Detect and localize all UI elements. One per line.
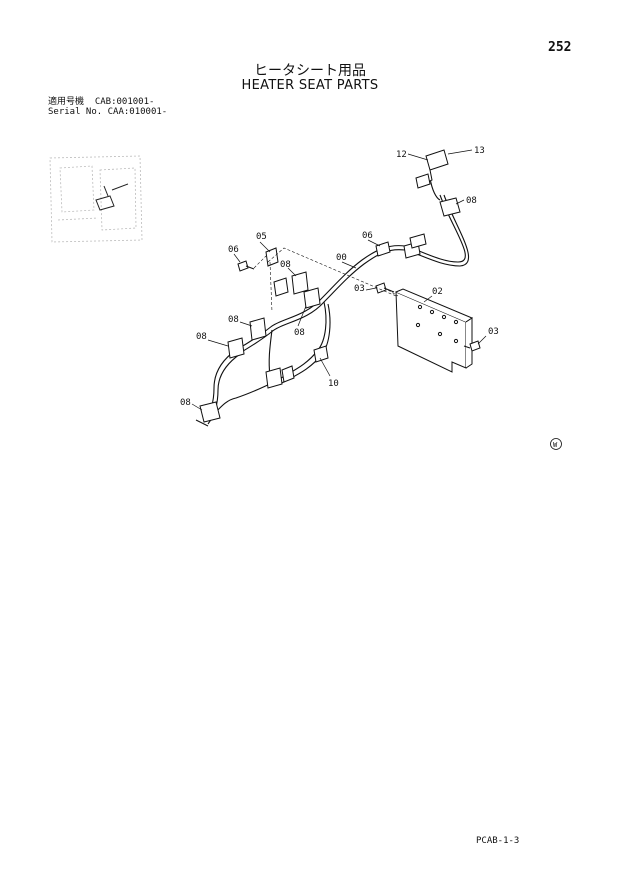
screw-03-lower [463, 340, 481, 352]
callout-03-lower: 03 [488, 327, 499, 337]
bracket-plate [395, 288, 474, 373]
callout-03-upper: 03 [354, 284, 365, 294]
connector-12 [415, 149, 449, 189]
callout-06-left: 06 [228, 245, 239, 255]
clip-08-right [303, 287, 321, 309]
page-title-japanese: ヒータシート用品 [254, 63, 366, 79]
callout-02: 02 [432, 287, 443, 297]
connector-lower [265, 365, 295, 389]
clip-06-middle [375, 241, 391, 257]
callout-12: 12 [396, 150, 407, 160]
footer-page-code: PCAB-1-3 [476, 836, 520, 846]
circled-w-letter: W [553, 441, 558, 449]
clip-05 [265, 247, 279, 267]
clip-08-center [273, 271, 309, 297]
serial-applicability-line: 適用号機 CAB:001001- [48, 97, 155, 107]
callout-06-middle: 06 [362, 231, 373, 241]
clip-08-bottom [195, 401, 221, 427]
clip-08-left [227, 337, 245, 359]
clip-08-upper-right [439, 197, 461, 217]
callout-08-upper-right: 08 [466, 196, 477, 206]
installation-lines [253, 247, 399, 313]
callout-05: 05 [256, 232, 267, 242]
callout-10: 10 [328, 379, 339, 389]
connector-middle [403, 233, 427, 259]
locator-highlight [95, 183, 129, 211]
callout-08-left-mid: 08 [228, 315, 239, 325]
page-title-english: HEATER SEAT PARTS [241, 78, 379, 93]
callout-08-left: 08 [196, 332, 207, 342]
callout-00: 00 [336, 253, 347, 263]
callout-08-center-lower: 08 [294, 328, 305, 338]
leader-lines [191, 149, 487, 411]
callout-08-bottom: 08 [180, 398, 191, 408]
locator-thumbnail [49, 155, 143, 243]
clip-08-left-mid [249, 317, 267, 341]
screw-03-upper [375, 282, 395, 294]
page-number: 252 [548, 40, 572, 55]
circled-w-symbol: W [550, 438, 562, 450]
connector-10 [313, 345, 329, 363]
screw-06-left [237, 260, 255, 272]
callout-13: 13 [474, 146, 485, 156]
serial-number-line: Serial No. CAA:010001- [48, 107, 168, 117]
callout-08-center: 08 [280, 260, 291, 270]
